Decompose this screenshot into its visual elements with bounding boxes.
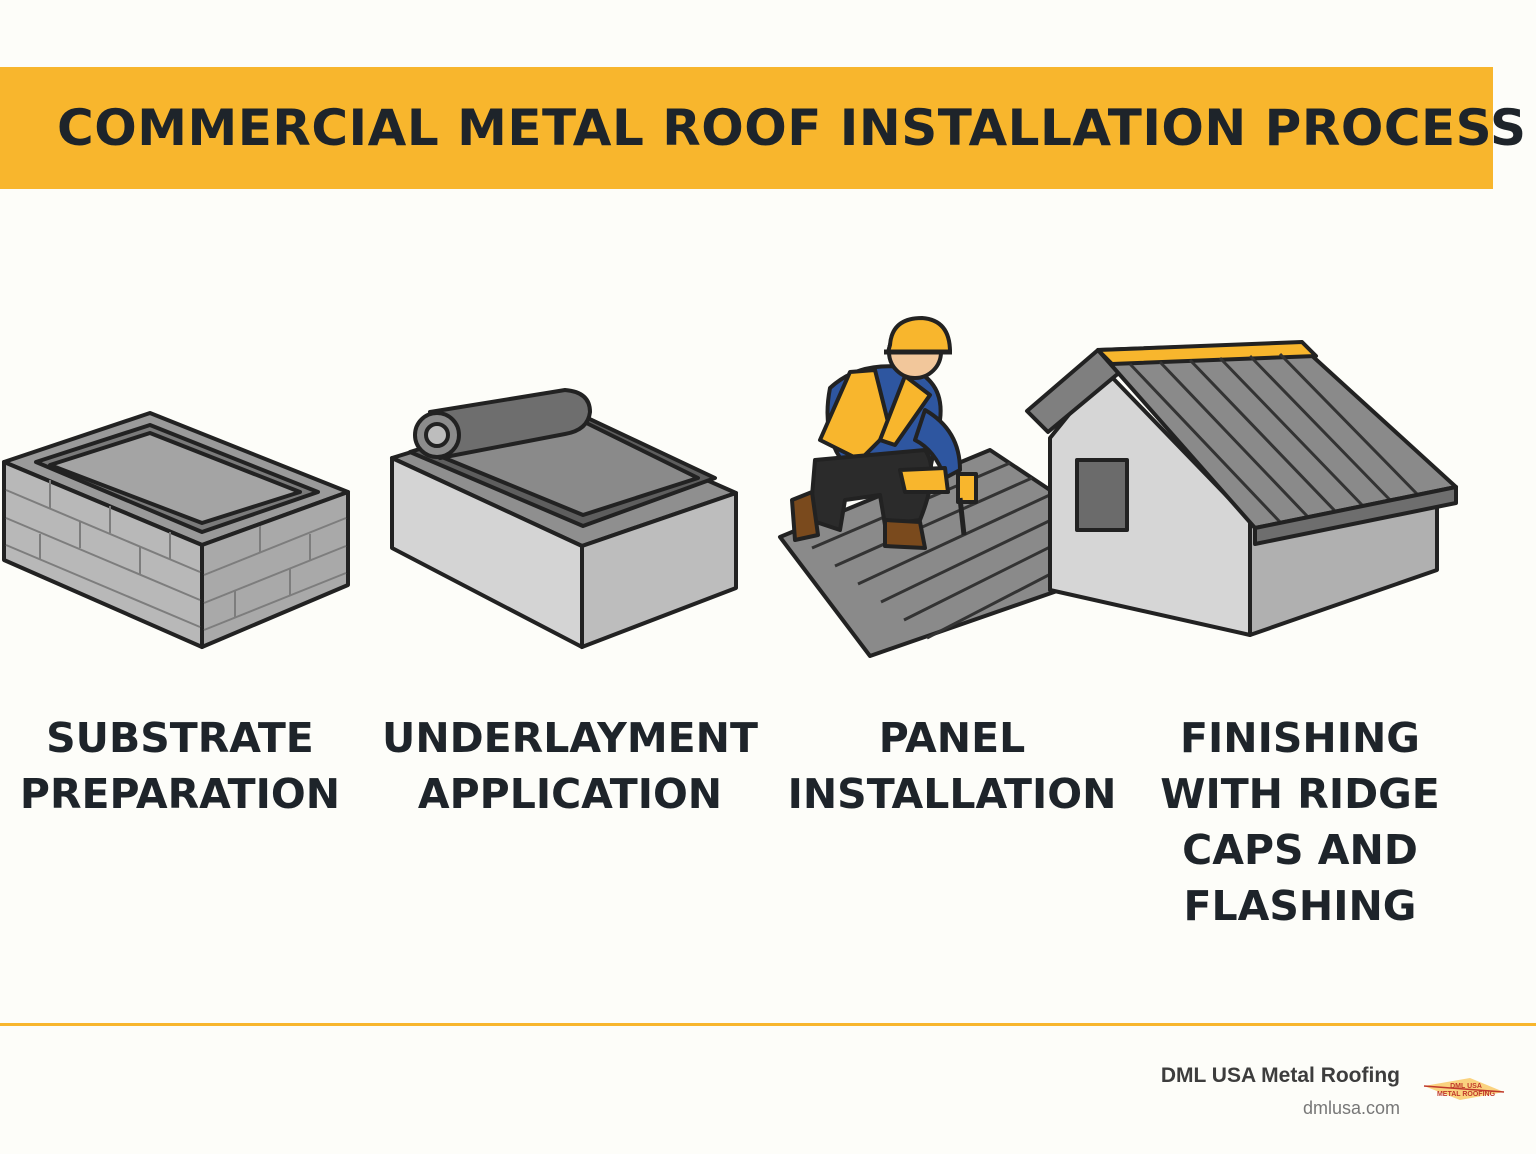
page-title: COMMERCIAL METAL ROOF INSTALLATION PROCE… xyxy=(57,99,1527,157)
process-illustrations xyxy=(2,316,1458,658)
step-label-underlayment: UNDERLAYMENT APPLICATION xyxy=(382,714,758,818)
underlayment-roll-icon xyxy=(390,388,738,649)
brick-base-icon xyxy=(2,411,350,649)
step-label-finishing: FINISHING WITH RIDGE CAPS AND FLASHING xyxy=(1160,714,1440,930)
company-logo-icon xyxy=(1423,1078,1505,1100)
footer-divider xyxy=(0,1023,1536,1026)
step-label-substrate: SUBSTRATE PREPARATION xyxy=(19,714,341,818)
logo-lettering: DML USA METAL ROOFING xyxy=(1436,1083,1496,1098)
title-banner xyxy=(0,67,1493,189)
brand-name: DML USA Metal Roofing xyxy=(1160,1064,1400,1087)
step-label-panel: PANEL INSTALLATION xyxy=(787,714,1117,818)
brand-url: dmlusa.com xyxy=(1302,1098,1400,1118)
house-ridge-cap-icon xyxy=(1025,340,1458,637)
